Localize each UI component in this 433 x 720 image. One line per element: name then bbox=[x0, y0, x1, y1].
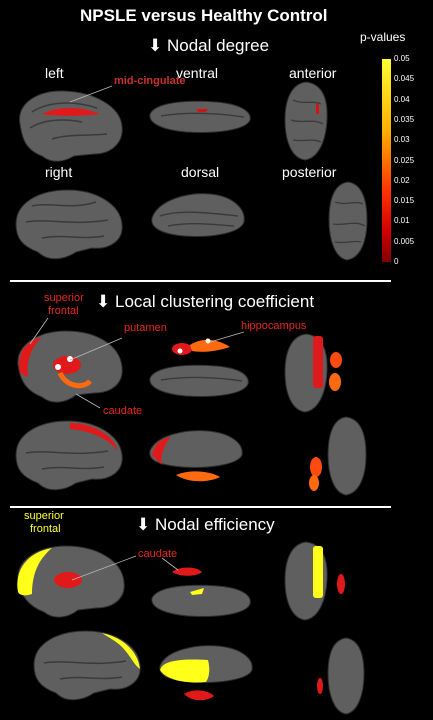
subcortical-anterior-view bbox=[329, 352, 342, 391]
annotation-caudate: caudate bbox=[103, 405, 143, 417]
brain-anterior-view bbox=[284, 333, 328, 413]
brain-left-medial-view bbox=[19, 90, 123, 162]
brain-right-lateral-view bbox=[33, 630, 141, 701]
brain-right-lateral-view bbox=[15, 420, 123, 491]
brain-anterior-view bbox=[284, 81, 328, 161]
brain-dorsal-view bbox=[149, 430, 243, 482]
section-label: Nodal efficiency bbox=[154, 515, 275, 534]
brain-dorsal-view bbox=[159, 645, 253, 701]
brain-posterior-view bbox=[317, 637, 365, 715]
section-nodal-degree-heading: ⬇ Nodal degree bbox=[148, 36, 269, 56]
brain-left-medial-view bbox=[17, 545, 125, 618]
colorbar-tick-label: 0.04 bbox=[394, 94, 410, 104]
down-arrow-icon: ⬇ bbox=[136, 515, 151, 534]
view-label-left: left bbox=[45, 65, 64, 81]
view-label-posterior: posterior bbox=[282, 164, 337, 180]
down-arrow-icon: ⬇ bbox=[148, 36, 163, 55]
colorbar-tick-label: 0.045 bbox=[394, 74, 415, 84]
view-label-anterior: anterior bbox=[289, 65, 337, 81]
view-label-dorsal: dorsal bbox=[181, 164, 220, 180]
colorbar-tick-label: 0.02 bbox=[394, 175, 410, 185]
brain-posterior-view bbox=[309, 416, 367, 496]
view-label-ventral: ventral bbox=[176, 65, 219, 81]
section-label: Nodal degree bbox=[166, 36, 270, 55]
brain-dorsal-view bbox=[151, 193, 245, 237]
section-divider-1 bbox=[10, 280, 391, 282]
colorbar-label: p-values bbox=[360, 30, 406, 44]
annotation-putamen: putamen bbox=[124, 322, 167, 334]
brain-ventral-view bbox=[149, 100, 251, 133]
subcortical-ventral-view bbox=[172, 567, 202, 576]
annotation-superior-frontal-2: frontal bbox=[48, 305, 79, 317]
annotation-superior-frontal-1: superior bbox=[44, 292, 84, 304]
colorbar-tick-label: 0.005 bbox=[394, 236, 415, 246]
section-clustering-heading: ⬇ Local clustering coefficient bbox=[96, 292, 314, 312]
colorbar bbox=[382, 59, 391, 262]
colorbar-tick-label: 0.025 bbox=[394, 155, 415, 165]
brain-ventral-view bbox=[151, 584, 251, 617]
brain-posterior-view bbox=[328, 181, 368, 261]
subcortical-ventral-view bbox=[172, 338, 230, 355]
section-label: Local clustering coefficient bbox=[114, 292, 315, 311]
section-nodal-efficiency-heading: ⬇ Nodal efficiency bbox=[136, 515, 275, 535]
brain-ventral-view bbox=[149, 364, 249, 397]
colorbar-tick-label: 0.015 bbox=[394, 196, 415, 206]
down-arrow-icon: ⬇ bbox=[96, 292, 111, 311]
brain-right-lateral-view bbox=[15, 189, 123, 260]
annotation-caudate-efficiency: caudate bbox=[138, 548, 178, 560]
annotation-hippocampus: hippocampus bbox=[241, 320, 307, 332]
figure-title: NPSLE versus Healthy Control bbox=[80, 6, 328, 25]
colorbar-tick-label: 0.05 bbox=[394, 54, 410, 63]
annotation-superior-frontal-yellow-1: superior bbox=[24, 510, 64, 522]
colorbar-tick-label: 0.035 bbox=[394, 114, 415, 124]
colorbar-tick-label: 0.03 bbox=[394, 135, 410, 145]
brain-anterior-view bbox=[284, 541, 345, 621]
colorbar-tick-label: 0 bbox=[394, 257, 399, 266]
view-label-right: right bbox=[45, 164, 73, 180]
colorbar-tick-label: 0.01 bbox=[394, 216, 410, 226]
annotation-mid-cingulate: mid-cingulate bbox=[114, 75, 186, 87]
annotation-superior-frontal-yellow-2: frontal bbox=[30, 523, 61, 535]
section-divider-2 bbox=[10, 506, 391, 508]
